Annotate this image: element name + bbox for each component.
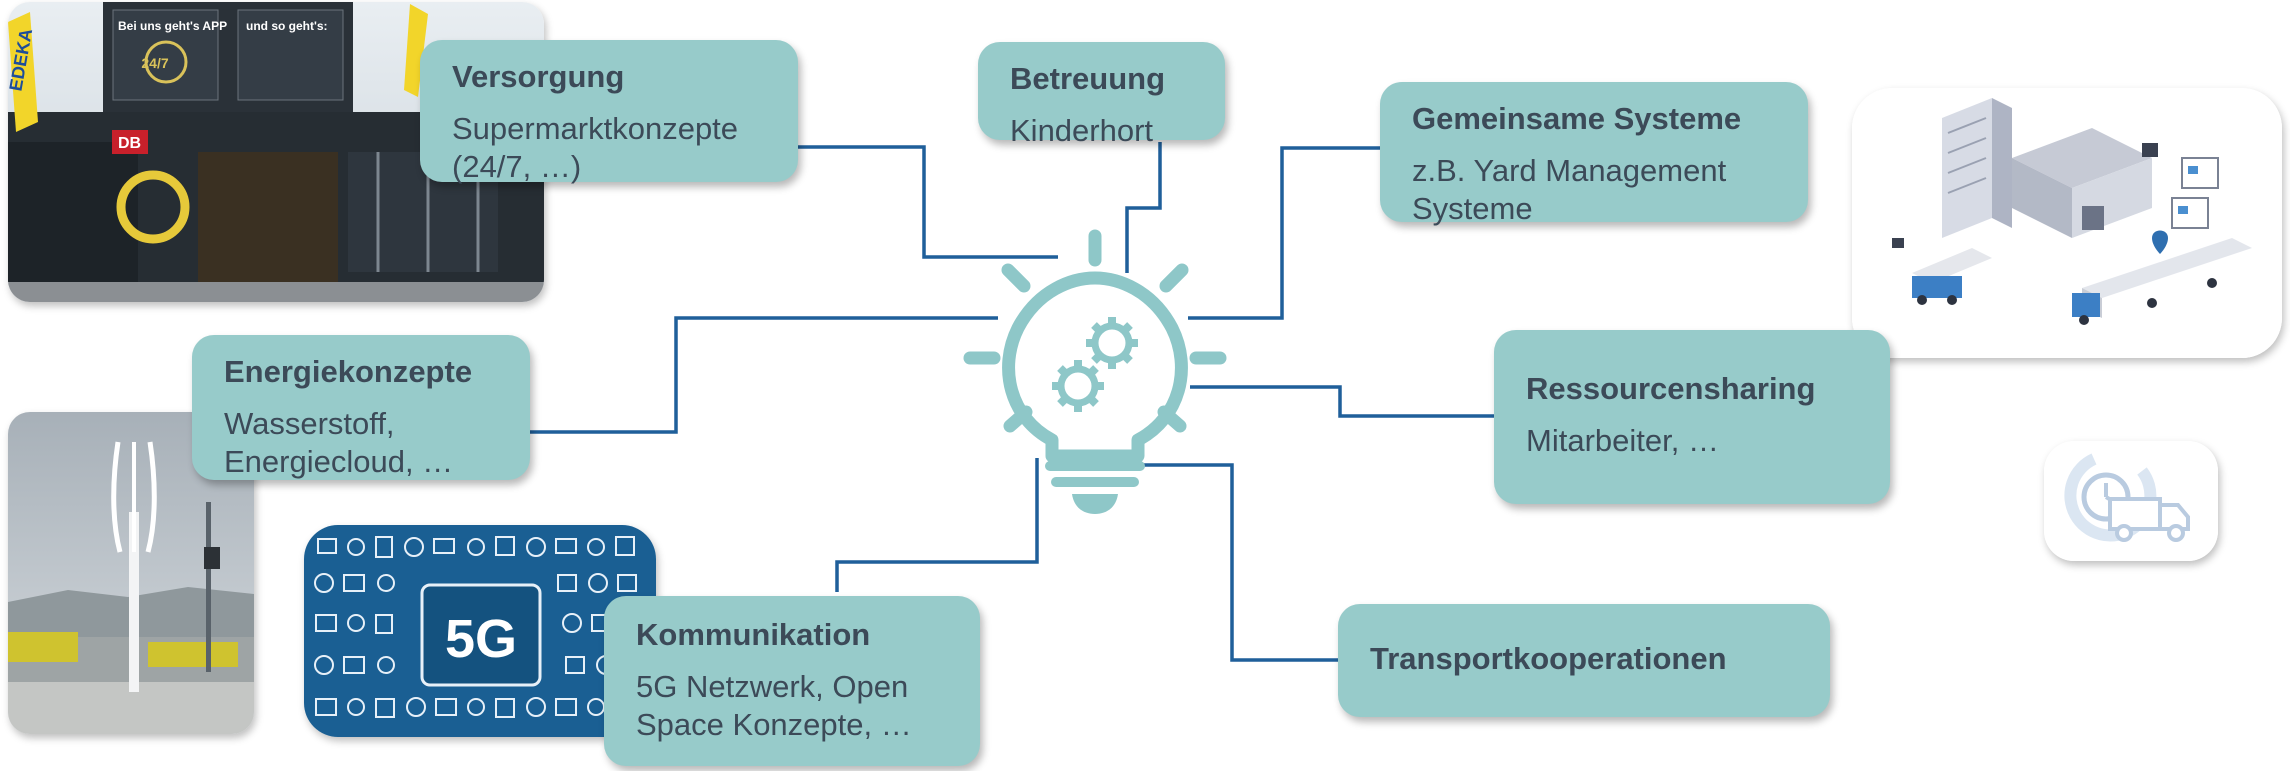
- node-gemeinsame-systeme-title: Gemeinsame Systeme: [1412, 101, 1742, 136]
- clock-truck-icon: [2044, 441, 2218, 561]
- node-betreuung-title: Betreuung: [1010, 61, 1165, 96]
- node-energiekonzepte-text: Wasserstoff, Energiecloud, …: [224, 406, 454, 479]
- 5g-label: 5G: [445, 609, 517, 669]
- connector-versorgung: [797, 145, 1058, 259]
- connector-kommunikation: [835, 458, 1039, 592]
- warehouse-logistics-illustration: [1852, 88, 2282, 358]
- node-transportkooperationen: Transportkooperationen: [1338, 604, 1830, 717]
- node-transportkooperationen-title: Transportkooperationen: [1370, 641, 1727, 676]
- connector-betreuung: [1125, 142, 1162, 273]
- node-kommunikation-text: 5G Netzwerk, Open Space Konzepte, …: [636, 669, 912, 742]
- store-sign-left: Bei uns geht's APP: [118, 19, 227, 33]
- node-betreuung-text: Kinderhort: [1010, 113, 1154, 148]
- node-energiekonzepte-title: Energiekonzepte: [224, 354, 473, 389]
- connector-energiekonzepte: [530, 316, 998, 434]
- node-gemeinsame-systeme: Gemeinsame Systeme z.B. Yard Management …: [1380, 82, 1808, 226]
- connector-ressourcensharing: [1190, 385, 1495, 418]
- node-kommunikation-title: Kommunikation: [636, 617, 871, 652]
- node-gemeinsame-systeme-text: z.B. Yard Management Systeme: [1412, 153, 1727, 226]
- node-ressourcensharing-title: Ressourcensharing: [1526, 371, 1816, 406]
- 5g-network-image: 5G: [304, 525, 656, 737]
- store-sign-right: und so geht's:: [246, 19, 328, 33]
- node-kommunikation: Kommunikation 5G Netzwerk, Open Space Ko…: [604, 596, 980, 766]
- node-ressourcensharing: Ressourcensharing Mitarbeiter, …: [1494, 330, 1890, 504]
- connector-gemeinsame-systeme: [1188, 146, 1382, 320]
- node-versorgung-text: Supermarktkonzepte (24/7, …): [452, 111, 739, 184]
- connector-transportkooperationen: [1130, 463, 1340, 662]
- node-betreuung: Betreuung Kinderhort: [978, 42, 1225, 148]
- node-versorgung: Versorgung Supermarktkonzepte (24/7, …): [420, 40, 798, 184]
- node-versorgung-title: Versorgung: [452, 59, 625, 94]
- node-energiekonzepte: Energiekonzepte Wasserstoff, Energieclou…: [192, 335, 530, 480]
- store-hours: 24/7: [141, 55, 168, 71]
- lightbulb-with-gears-icon: [963, 229, 1227, 514]
- db-label: DB: [118, 135, 141, 152]
- node-ressourcensharing-text: Mitarbeiter, …: [1526, 423, 1719, 458]
